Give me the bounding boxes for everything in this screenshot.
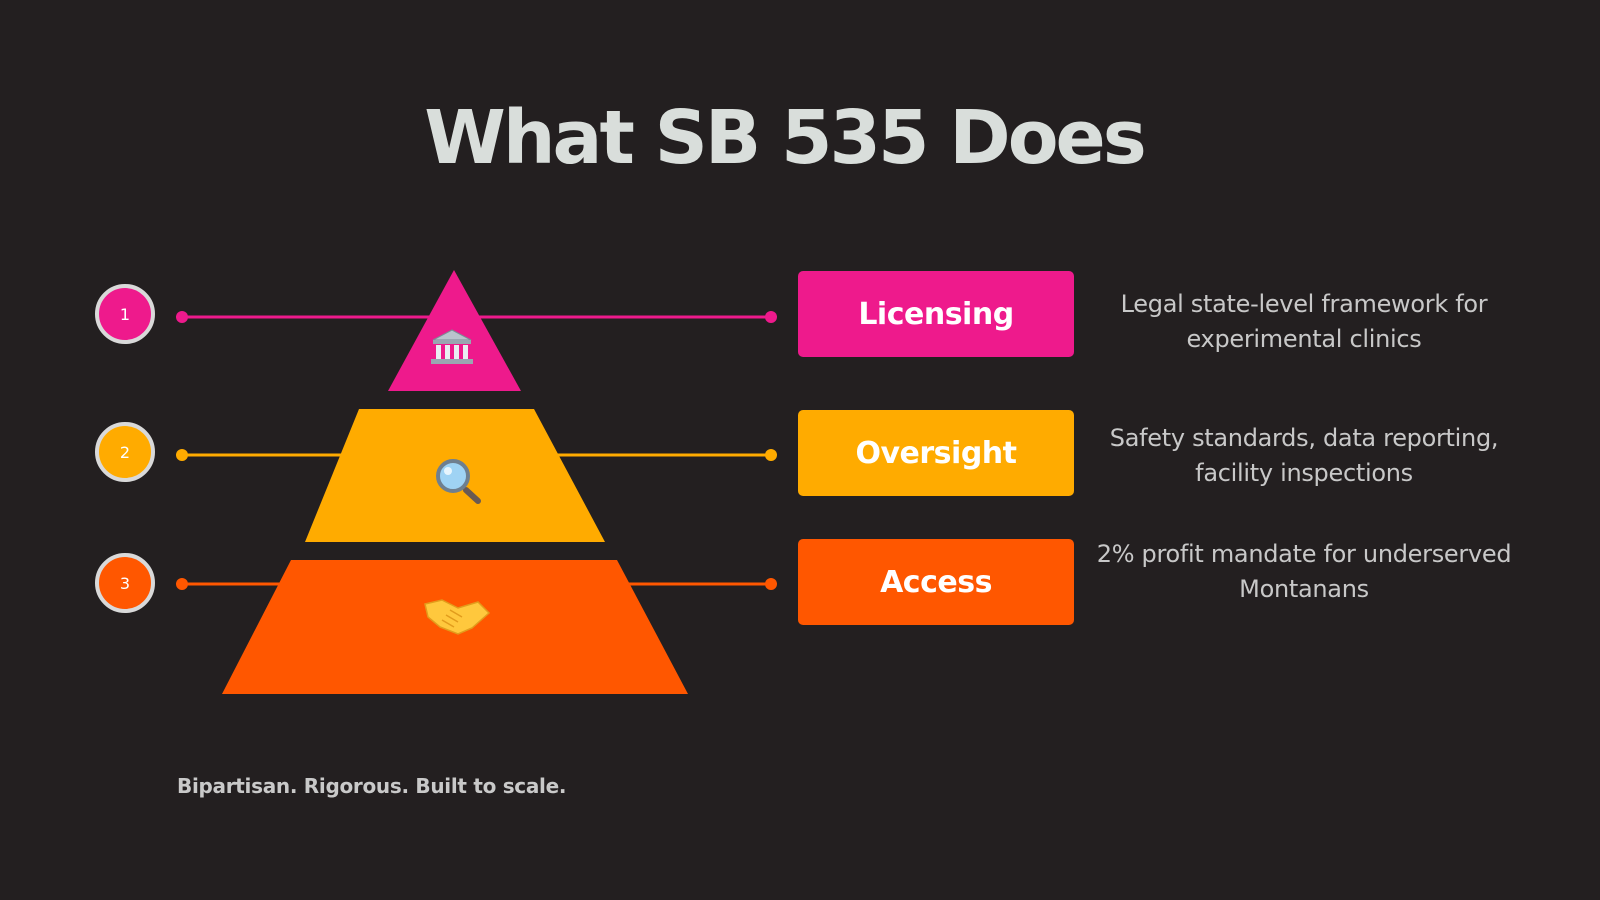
tier-label-licensing: Licensing [798,271,1074,357]
handshake-icon [424,599,491,635]
step-number-2: 2 [95,422,155,482]
footer-tagline: Bipartisan. Rigorous. Built to scale. [177,774,567,798]
step-number-1-text: 1 [120,305,130,324]
magnifying-glass-icon [436,459,481,504]
tier-label-access: Access [798,539,1074,625]
pyramid-tier-1 [388,270,521,391]
step-number-1: 1 [95,284,155,344]
bank-building-icon [431,329,473,364]
tier-description-oversight: Safety standards, data reporting, facili… [1109,424,1499,487]
tier-description-access: 2% profit mandate for underserved Montan… [1096,540,1512,603]
step-number-3-text: 3 [120,574,130,593]
step-number-3: 3 [95,553,155,613]
page-title: What SB 535 Does [424,95,1147,181]
step-number-2-text: 2 [120,443,130,462]
tier-description-licensing: Legal state-level framework for experime… [1120,290,1488,353]
tier-label-oversight: Oversight [798,410,1074,496]
